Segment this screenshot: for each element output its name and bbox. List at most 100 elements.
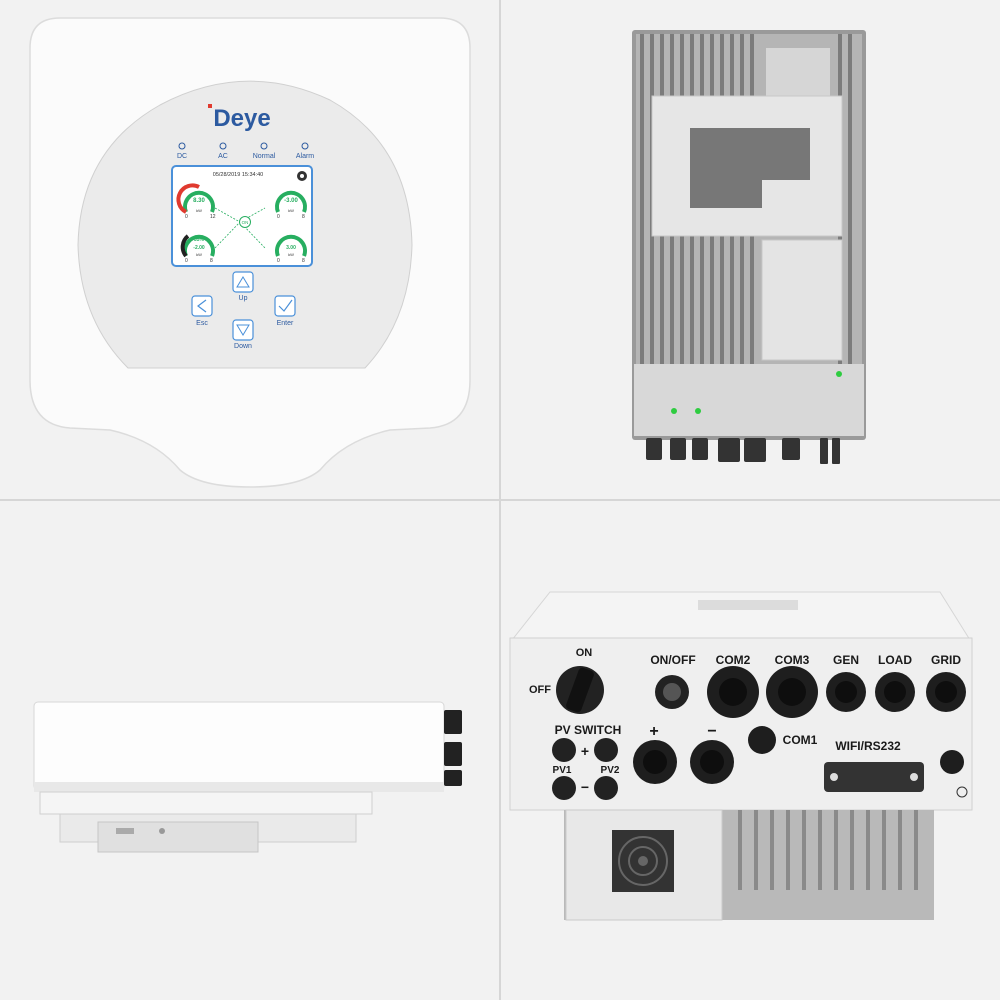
grid-gland [926, 672, 966, 712]
com2-label: COM2 [716, 653, 751, 667]
switch-handle-icon [566, 667, 594, 713]
top-cover [510, 591, 971, 641]
pv-minus-label: − [581, 779, 589, 795]
gauge-load-max: 8 [302, 258, 305, 264]
indicator-ac: AC [218, 153, 228, 160]
battery-minus-label: − [707, 723, 716, 740]
on-indicator-label: ON [242, 220, 249, 225]
bottom-cover [634, 364, 864, 436]
lower-fins [738, 810, 918, 890]
switch-on-label: ON [576, 647, 593, 659]
gauge-battery-value: -2.00 [193, 245, 205, 251]
ground-icon [956, 786, 968, 798]
bottom-connectors [646, 438, 840, 464]
side-plate [761, 239, 843, 361]
status-led-icon [671, 408, 677, 414]
status-led-icon [695, 408, 701, 414]
load-label: LOAD [878, 653, 912, 667]
mount-plate [97, 821, 259, 853]
gauge-grid: -3.00 0 8 kW [275, 190, 307, 220]
pv2-label: PV2 [601, 765, 620, 776]
side-view-illustration [33, 701, 462, 853]
down-button[interactable]: Down [232, 319, 254, 350]
gauge-battery-percent: 35% [194, 237, 205, 243]
com1-label: COM1 [783, 733, 818, 747]
on-indicator [239, 216, 251, 228]
esc-label: Esc [196, 320, 208, 327]
mount-hole [159, 828, 165, 834]
gauge-load: 3.00 0 8 kW [275, 234, 307, 264]
gen-label: GEN [833, 653, 859, 667]
front-view-illustration: Deye DC AC Normal Alarm 05/28/2019 15:34… [29, 17, 471, 488]
enter-label: Enter [277, 320, 294, 327]
com1-gland [748, 726, 776, 754]
battery-plus-label: + [649, 723, 658, 740]
com3-label: COM3 [775, 653, 810, 667]
switch-off-label: OFF [529, 684, 551, 696]
down-label: Down [234, 343, 252, 350]
esc-button[interactable]: Esc [191, 295, 213, 327]
gauge-battery-max: 8 [210, 258, 213, 264]
mount-slot [116, 828, 134, 834]
dc-led-icon [178, 142, 186, 150]
lcd-screen [171, 165, 313, 267]
alarm-led-icon [301, 142, 309, 150]
ac-led-icon [219, 142, 227, 150]
back-view [500, 0, 1000, 500]
side-housing [33, 701, 445, 791]
indicator-leds: DC AC Normal Alarm [177, 142, 314, 160]
side-connectors [444, 710, 462, 786]
battery-terminals [633, 740, 734, 784]
gauge-pv-value: 8.30 [193, 198, 205, 204]
bracket-notch [762, 180, 810, 208]
gauge-battery-min: 0 [185, 258, 188, 264]
gauge-pv: 8.30 0 12 kW [176, 183, 216, 220]
check-icon [278, 299, 293, 312]
enter-button[interactable]: Enter [274, 295, 296, 327]
pv1-label: PV1 [553, 765, 572, 776]
indicator-alarm: Alarm [296, 153, 314, 160]
wifi-label: WIFI/RS232 [835, 739, 901, 753]
gauge-load-value: 3.00 [286, 245, 296, 251]
gauge-grid-value: -3.00 [284, 198, 298, 204]
pv-switch-label: PV SWITCH [555, 723, 622, 737]
vent-plug [940, 750, 964, 774]
indicator-normal: Normal [253, 153, 276, 160]
front-view: Deye DC AC Normal Alarm 05/28/2019 15:34… [0, 0, 500, 500]
status-led-icon [836, 371, 842, 377]
top-label [698, 600, 798, 610]
up-button[interactable]: Up [232, 271, 254, 302]
pv-plus-label: + [581, 743, 589, 759]
gauge-battery: 35% -2.00 0 8 kW [180, 234, 215, 264]
side-edge [34, 782, 444, 792]
gauge-pv-max: 12 [210, 214, 216, 220]
gauge-pv-min: 0 [185, 214, 188, 220]
brand-logo: Deye [213, 105, 270, 132]
side-view [0, 500, 500, 1000]
back-view-illustration [632, 30, 866, 464]
up-label: Up [239, 295, 248, 302]
gauge-grid-unit: kW [288, 208, 294, 213]
horizontal-divider [0, 499, 1000, 501]
com3-gland [766, 666, 818, 718]
pv-connectors [552, 738, 618, 800]
settings-gear-icon[interactable] [297, 171, 307, 181]
side-heatsink [39, 791, 373, 815]
gauge-load-unit: kW [288, 252, 294, 257]
grid-label: GRID [931, 653, 961, 667]
terminal-view: ON OFF PV SWITCH + − PV1 PV2 ON/OFF [500, 500, 1000, 1000]
down-arrow-icon [236, 324, 250, 336]
gen-gland [826, 672, 866, 712]
back-arrow-icon [197, 299, 207, 313]
gauge-pv-unit: kW [196, 208, 202, 213]
logo-dot [208, 104, 212, 108]
wifi-rs232-port[interactable] [824, 762, 924, 792]
gauge-grid-max: 8 [302, 214, 305, 220]
screen-datetime: 05/28/2019 15:34:40 [213, 172, 263, 178]
gauge-battery-unit: kW [196, 252, 202, 257]
load-gland [875, 672, 915, 712]
indicator-dc: DC [177, 153, 187, 160]
normal-led-icon [260, 142, 268, 150]
terminal-view-illustration: ON OFF PV SWITCH + − PV1 PV2 ON/OFF [509, 591, 973, 921]
